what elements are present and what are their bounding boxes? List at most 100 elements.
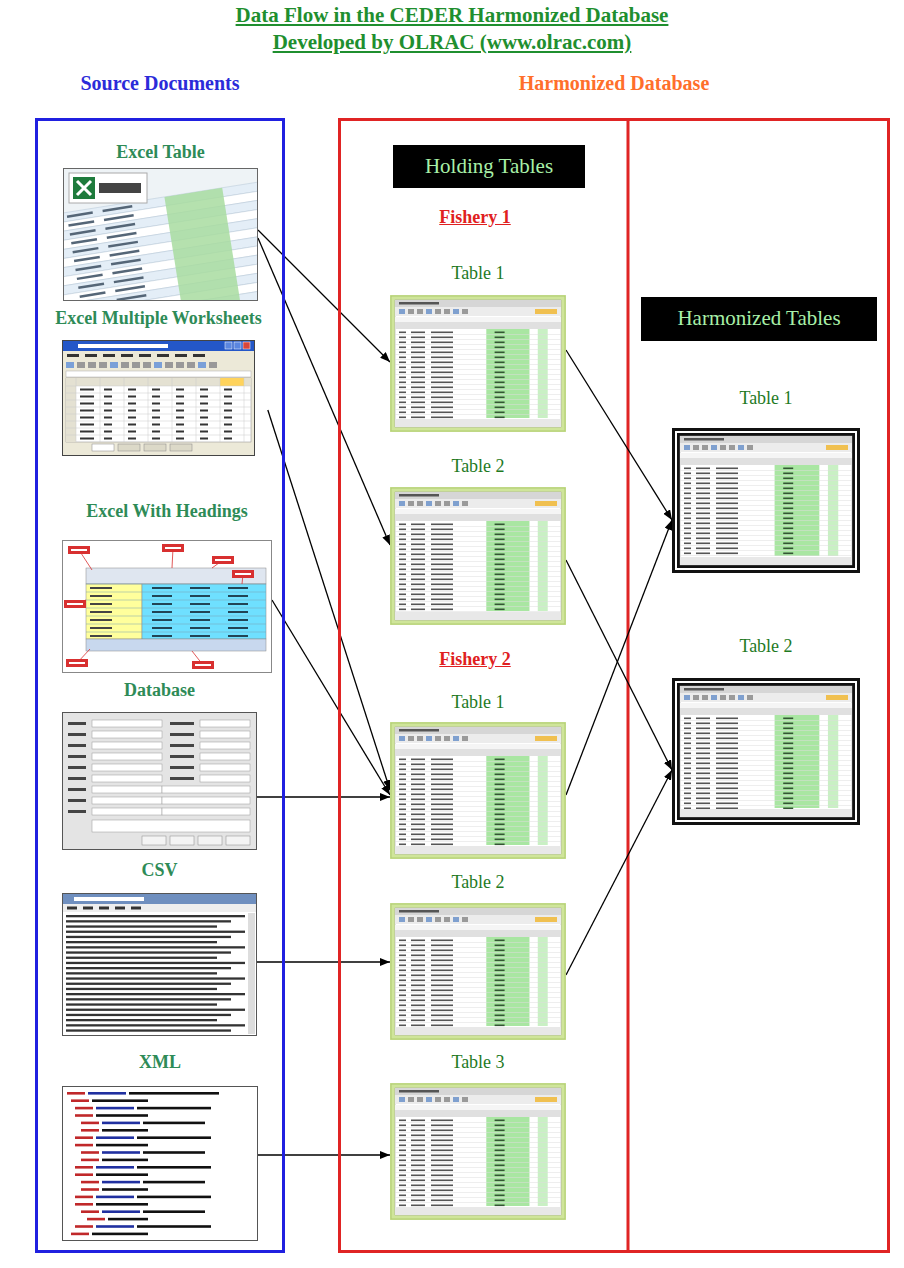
toolbar-icon	[729, 695, 735, 700]
cell-mark	[152, 619, 172, 621]
cell-mark	[399, 554, 406, 556]
grid-line	[395, 952, 561, 953]
cell-mark	[228, 587, 248, 589]
cell-mark	[495, 392, 505, 394]
toolbar-icon	[165, 362, 173, 368]
cell-mark	[176, 417, 184, 419]
grid-line	[680, 500, 852, 501]
menu-bar	[63, 904, 256, 912]
cell-mark	[399, 774, 406, 776]
cell-mark	[224, 417, 232, 419]
cell-mark	[68, 220, 94, 227]
status-bar	[395, 846, 561, 854]
grid-line	[395, 1012, 561, 1013]
cell-mark	[495, 940, 505, 942]
cell-mark	[411, 594, 425, 596]
window-button	[243, 342, 250, 349]
cell-mark	[411, 392, 425, 394]
cell-mark	[411, 1135, 425, 1137]
cell-mark	[783, 748, 793, 750]
markup-tag-mark	[67, 1092, 85, 1095]
markup-attr-mark	[96, 1107, 134, 1110]
grid-line	[680, 795, 852, 796]
cell-mark	[783, 743, 793, 745]
cell-mark	[399, 604, 406, 606]
grid-line	[395, 826, 561, 827]
cell-mark	[411, 975, 425, 977]
toolbar-icon	[711, 695, 717, 700]
grid-line	[680, 745, 852, 746]
cell-mark	[431, 1165, 453, 1167]
toolbar-icon	[462, 917, 468, 922]
cell-mark	[411, 1145, 425, 1147]
cell-mark	[431, 609, 453, 611]
cell-mark	[399, 1120, 406, 1122]
markup-text-mark	[96, 1144, 148, 1147]
grid-line	[395, 1022, 561, 1023]
cell-mark	[684, 533, 691, 535]
cell-mark	[431, 819, 453, 821]
cell-mark	[431, 382, 453, 384]
cell-mark	[783, 778, 793, 780]
cell-mark	[411, 1125, 425, 1127]
cell-mark	[399, 779, 406, 781]
toolbar-icon	[426, 309, 432, 314]
toolbar-icon	[702, 445, 708, 450]
cell-mark	[716, 798, 738, 800]
cell-mark	[495, 1175, 505, 1177]
cell-mark	[431, 539, 453, 541]
cell-mark	[716, 503, 738, 505]
cell-mark	[399, 412, 406, 414]
cell-mark	[431, 1185, 453, 1187]
title-bar	[63, 341, 254, 351]
toolbar-icon	[462, 736, 468, 741]
grid-line	[680, 805, 852, 806]
screenshot-picture	[62, 540, 272, 673]
cell-mark	[783, 523, 793, 525]
cell-mark	[696, 468, 710, 470]
region-panel: Source DocumentsExcel TableExcel Multipl…	[35, 118, 285, 1253]
cell-mark	[80, 396, 94, 398]
cell-mark	[495, 1205, 505, 1207]
cell-mark	[411, 599, 425, 601]
toolbar-icon	[399, 1097, 405, 1102]
cell-mark	[716, 488, 738, 490]
cell-mark	[224, 424, 232, 426]
markup-text-mark	[143, 1122, 205, 1125]
cell-mark	[783, 753, 793, 755]
window-body	[395, 300, 561, 427]
cell-mark	[105, 223, 135, 230]
cell-mark	[684, 803, 691, 805]
cell-mark	[716, 763, 738, 765]
cell-mark	[696, 503, 710, 505]
cell-mark	[431, 529, 453, 531]
cell-mark	[431, 362, 453, 364]
toolbar-icon	[426, 917, 432, 922]
cell-mark	[495, 387, 505, 389]
toolbar	[680, 443, 852, 452]
text-line-mark	[66, 983, 231, 985]
menu-item	[67, 354, 79, 357]
status-bar	[680, 809, 852, 817]
input-field	[92, 797, 162, 804]
toolbar-icon	[729, 445, 735, 450]
cell-mark	[783, 503, 793, 505]
grid-line	[86, 600, 266, 601]
cell-mark	[411, 995, 425, 997]
cell-mark	[495, 945, 505, 947]
table-frame	[390, 295, 566, 432]
cell-mark	[431, 357, 453, 359]
cell-mark	[411, 529, 425, 531]
cell-mark	[431, 975, 453, 977]
cell-mark	[411, 589, 425, 591]
scroll-bar	[248, 913, 255, 1034]
cell-mark	[411, 539, 425, 541]
cell-mark	[495, 544, 505, 546]
cell-mark	[411, 945, 425, 947]
cell-mark	[224, 389, 232, 391]
grid-line	[680, 775, 852, 776]
cell-mark	[80, 403, 94, 405]
cell-mark	[431, 1190, 453, 1192]
cell-mark	[104, 417, 112, 419]
cell-mark	[696, 733, 710, 735]
